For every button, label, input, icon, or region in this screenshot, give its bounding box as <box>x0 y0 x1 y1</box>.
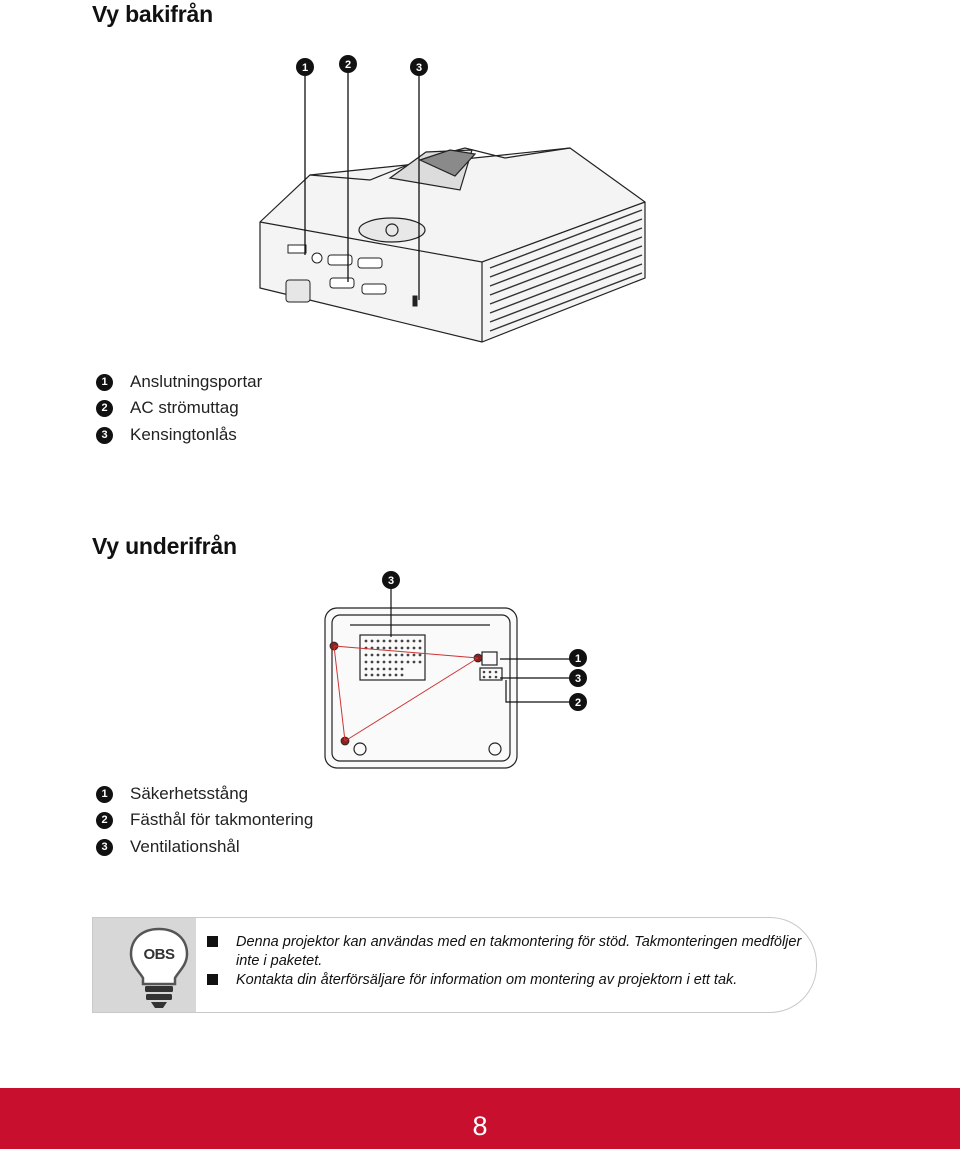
bottom-legend-label: Ventilationshål <box>130 837 240 856</box>
bottom-callout-right-1 <box>569 649 587 667</box>
bottom-callout-right-1-label: 1 <box>575 653 581 665</box>
note-item: Kontakta din återförsäljare för informat… <box>207 971 811 990</box>
bottom-callout-right-3-label: 3 <box>575 673 581 685</box>
rear-legend-label: Anslutningsportar <box>130 372 263 391</box>
bottom-view-title: Vy underifrån <box>92 533 237 559</box>
bullet-square-icon <box>207 974 218 985</box>
rear-legend-number: 2 <box>96 400 113 417</box>
rear-callout-1 <box>296 58 314 76</box>
rear-callout-3-label: 3 <box>416 62 422 74</box>
rear-legend-number: 1 <box>96 374 113 391</box>
rear-callout-3 <box>410 58 428 76</box>
lightbulb-icon: OBS <box>129 927 189 1008</box>
bullet-square-icon <box>207 936 218 947</box>
rear-legend-number: 3 <box>96 427 113 444</box>
rear-view-illustration: 1 2 3 <box>259 55 646 343</box>
note-item-text: Denna projektor kan användas med en takm… <box>236 934 802 969</box>
rear-legend-label: AC strömuttag <box>130 398 239 417</box>
note-item-text: Kontakta din återförsäljare för informat… <box>236 972 738 988</box>
bottom-view-illustration: 3 1 3 2 <box>324 571 587 769</box>
rear-callout-2-label: 2 <box>345 59 351 71</box>
bottom-legend-number: 1 <box>96 786 113 803</box>
note-box: OBS Denna projektor kan användas med en … <box>92 917 817 1013</box>
rear-view-title: Vy bakifrån <box>92 1 213 27</box>
note-item: Denna projektor kan användas med en takm… <box>207 933 811 971</box>
note-badge-text: OBS <box>143 946 175 963</box>
rear-callout-2 <box>339 55 357 73</box>
rear-legend-label: Kensingtonlås <box>130 425 237 444</box>
bottom-legend-number: 2 <box>96 812 113 829</box>
bottom-legend-label: Säkerhetsstång <box>130 784 249 803</box>
bottom-callout-top <box>382 571 400 589</box>
page-footer-bar <box>0 1088 960 1149</box>
note-badge-panel: OBS <box>93 918 196 1012</box>
bottom-callout-right-2-label: 2 <box>575 697 581 709</box>
bottom-legend-label: Fästhål för takmontering <box>130 810 314 829</box>
rear-callout-1-label: 1 <box>302 62 308 74</box>
bottom-legend-number: 3 <box>96 839 113 856</box>
page-number: 8 <box>472 1111 488 1141</box>
bottom-callout-right-3 <box>569 669 587 687</box>
bottom-callout-top-label: 3 <box>388 575 394 587</box>
bottom-callout-right-2 <box>569 693 587 711</box>
